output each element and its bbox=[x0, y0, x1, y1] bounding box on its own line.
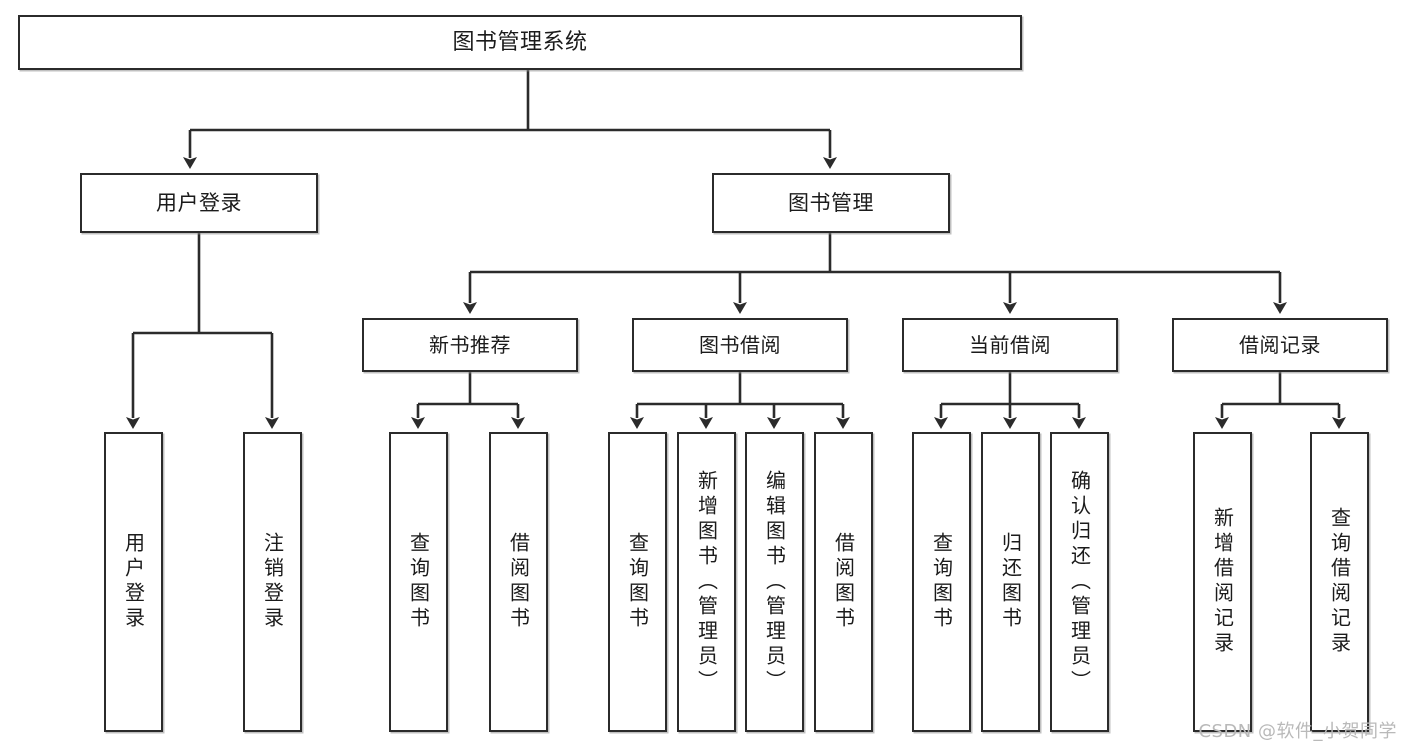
leaf-query-book-current[interactable]: 查询图书 bbox=[912, 432, 971, 732]
node-label: 确认归还（管理员） bbox=[1067, 469, 1092, 695]
node-current-borrow[interactable]: 当前借阅 bbox=[902, 318, 1118, 372]
node-borrow-record[interactable]: 借阅记录 bbox=[1172, 318, 1388, 372]
node-label: 查询借阅记录 bbox=[1327, 507, 1352, 657]
node-label: 图书管理 bbox=[788, 190, 874, 215]
node-label: 查询图书 bbox=[929, 532, 954, 632]
node-label: 归还图书 bbox=[998, 532, 1023, 632]
node-label: 编辑图书（管理员） bbox=[762, 469, 787, 695]
leaf-borrow-book[interactable]: 借阅图书 bbox=[814, 432, 873, 732]
leaf-confirm-return-admin[interactable]: 确认归还（管理员） bbox=[1050, 432, 1109, 732]
node-label: 查询图书 bbox=[406, 532, 431, 632]
node-label: 用户登录 bbox=[121, 532, 146, 632]
node-label: 图书管理系统 bbox=[452, 29, 588, 55]
leaf-user-login[interactable]: 用户登录 bbox=[104, 432, 163, 732]
leaf-query-borrow-record[interactable]: 查询借阅记录 bbox=[1310, 432, 1369, 732]
leaf-edit-book-admin[interactable]: 编辑图书（管理员） bbox=[745, 432, 804, 732]
leaf-query-book-new[interactable]: 查询图书 bbox=[389, 432, 448, 732]
leaf-logout[interactable]: 注销登录 bbox=[243, 432, 302, 732]
node-label: 当前借阅 bbox=[969, 332, 1051, 357]
node-user-login[interactable]: 用户登录 bbox=[80, 173, 318, 233]
node-root-system[interactable]: 图书管理系统 bbox=[18, 15, 1022, 70]
node-label: 注销登录 bbox=[260, 532, 285, 632]
node-book-borrow[interactable]: 图书借阅 bbox=[632, 318, 848, 372]
leaf-query-book-borrow[interactable]: 查询图书 bbox=[608, 432, 667, 732]
node-label: 借阅图书 bbox=[831, 532, 856, 632]
node-label: 查询图书 bbox=[625, 532, 650, 632]
node-label: 图书借阅 bbox=[699, 332, 781, 357]
node-book-management[interactable]: 图书管理 bbox=[712, 173, 950, 233]
node-label: 借阅记录 bbox=[1239, 332, 1321, 357]
csdn-watermark: CSDN @软件_小贺同学 bbox=[1198, 721, 1397, 742]
node-label: 新增借阅记录 bbox=[1210, 507, 1235, 657]
node-label: 新书推荐 bbox=[429, 332, 511, 357]
leaf-add-book-admin[interactable]: 新增图书（管理员） bbox=[677, 432, 736, 732]
leaf-return-book[interactable]: 归还图书 bbox=[981, 432, 1040, 732]
node-new-book-recommend[interactable]: 新书推荐 bbox=[362, 318, 578, 372]
node-label: 借阅图书 bbox=[506, 532, 531, 632]
leaf-add-borrow-record[interactable]: 新增借阅记录 bbox=[1193, 432, 1252, 732]
leaf-borrow-book-new[interactable]: 借阅图书 bbox=[489, 432, 548, 732]
node-label: 用户登录 bbox=[156, 190, 242, 215]
node-label: 新增图书（管理员） bbox=[694, 469, 719, 695]
